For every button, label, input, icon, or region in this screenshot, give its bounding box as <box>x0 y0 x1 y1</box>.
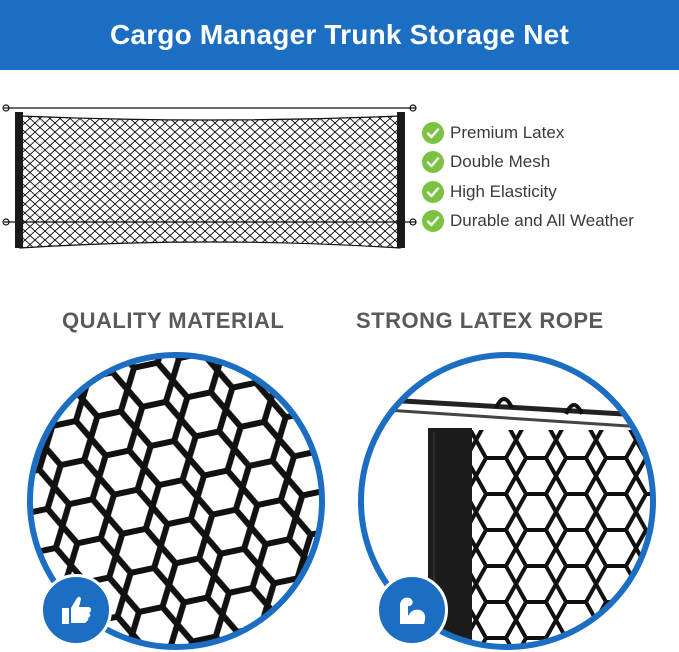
page-title: Cargo Manager Trunk Storage Net <box>110 19 569 50</box>
quality-material-heading: QUALITY MATERIAL <box>62 308 285 333</box>
feature-label: Premium Latex <box>450 122 565 142</box>
feature-item: Durable and All Weather <box>422 207 679 237</box>
flexed-arm-icon <box>400 597 426 624</box>
feature-label: Double Mesh <box>450 152 551 172</box>
feature-item: Double Mesh <box>422 148 679 178</box>
feature-label: Durable and All Weather <box>450 211 634 231</box>
check-circle-icon <box>422 151 444 174</box>
check-circle-icon <box>422 180 444 203</box>
feature-item: High Elasticity <box>422 177 679 207</box>
check-circle-icon <box>422 210 444 233</box>
title-banner: Cargo Manager Trunk Storage Net <box>0 0 679 70</box>
feature-item: Premium Latex <box>422 118 679 148</box>
thumbs-up-badge <box>40 574 112 646</box>
feature-list: Premium Latex Double Mesh High Elasticit… <box>422 118 679 236</box>
cargo-net-image <box>2 104 417 249</box>
check-circle-icon <box>422 121 444 144</box>
strong-latex-rope-heading: STRONG LATEX ROPE <box>356 308 604 333</box>
flexed-arm-badge <box>376 574 448 646</box>
thumbs-up-icon <box>62 596 91 624</box>
feature-label: High Elasticity <box>450 181 557 201</box>
